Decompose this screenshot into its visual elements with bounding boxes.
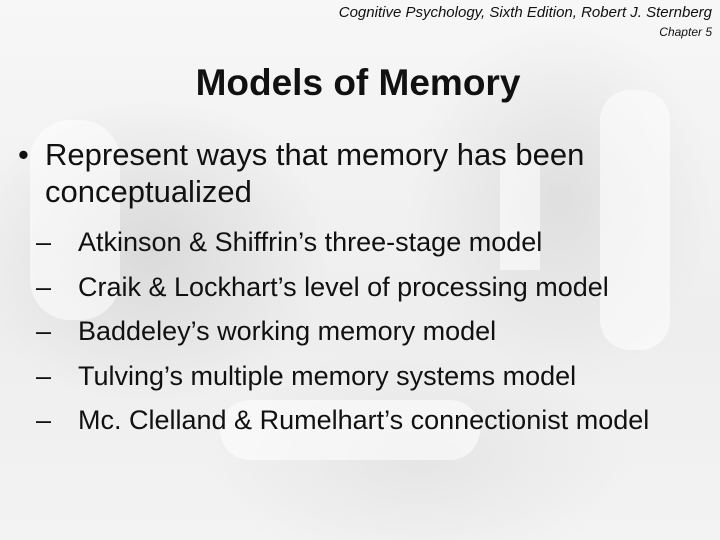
sub-bullet-text: Tulving’s multiple memory systems model — [78, 360, 577, 391]
sub-bullet-item: – Mc. Clelland & Rumelhart’s connectioni… — [36, 405, 696, 436]
sub-bullet-text: Baddeley’s working memory model — [78, 316, 497, 346]
main-bullet: • Represent ways that memory has been co… — [18, 136, 698, 210]
sub-bullet-text: Atkinson & Shiffrin’s three-stage model — [78, 227, 543, 257]
source-header: Cognitive Psychology, Sixth Edition, Rob… — [338, 4, 712, 21]
sub-bullet-text: Mc. Clelland & Rumelhart’s connectionist… — [78, 405, 650, 435]
main-bullet-text: Represent ways that memory has been conc… — [45, 137, 585, 209]
background-decoration — [220, 400, 480, 460]
dash-marker: – — [36, 405, 52, 435]
dash-marker: – — [36, 316, 52, 346]
sub-bullet-text: Craik & Lockhart’s level of processing m… — [78, 271, 609, 302]
chapter-label: Chapter 5 — [659, 25, 712, 39]
dash-marker: – — [36, 227, 52, 257]
sub-bullet-item: – Craik & Lockhart’s level of processing… — [36, 272, 696, 303]
background-decoration — [30, 120, 120, 320]
sub-bullet-item: – Atkinson & Shiffrin’s three-stage mode… — [36, 227, 696, 258]
dash-marker: – — [36, 360, 52, 391]
sub-bullet-item: – Baddeley’s working memory model — [36, 316, 696, 347]
sub-bullet-item: – Tulving’s multiple memory systems mode… — [36, 361, 696, 392]
sub-bullet-list: – Atkinson & Shiffrin’s three-stage mode… — [36, 227, 696, 450]
dash-marker: – — [36, 271, 52, 302]
background-decoration — [500, 150, 540, 270]
background-decoration — [600, 90, 670, 350]
slide-title: Models of Memory — [195, 62, 521, 103]
bullet-marker: • — [18, 137, 29, 172]
